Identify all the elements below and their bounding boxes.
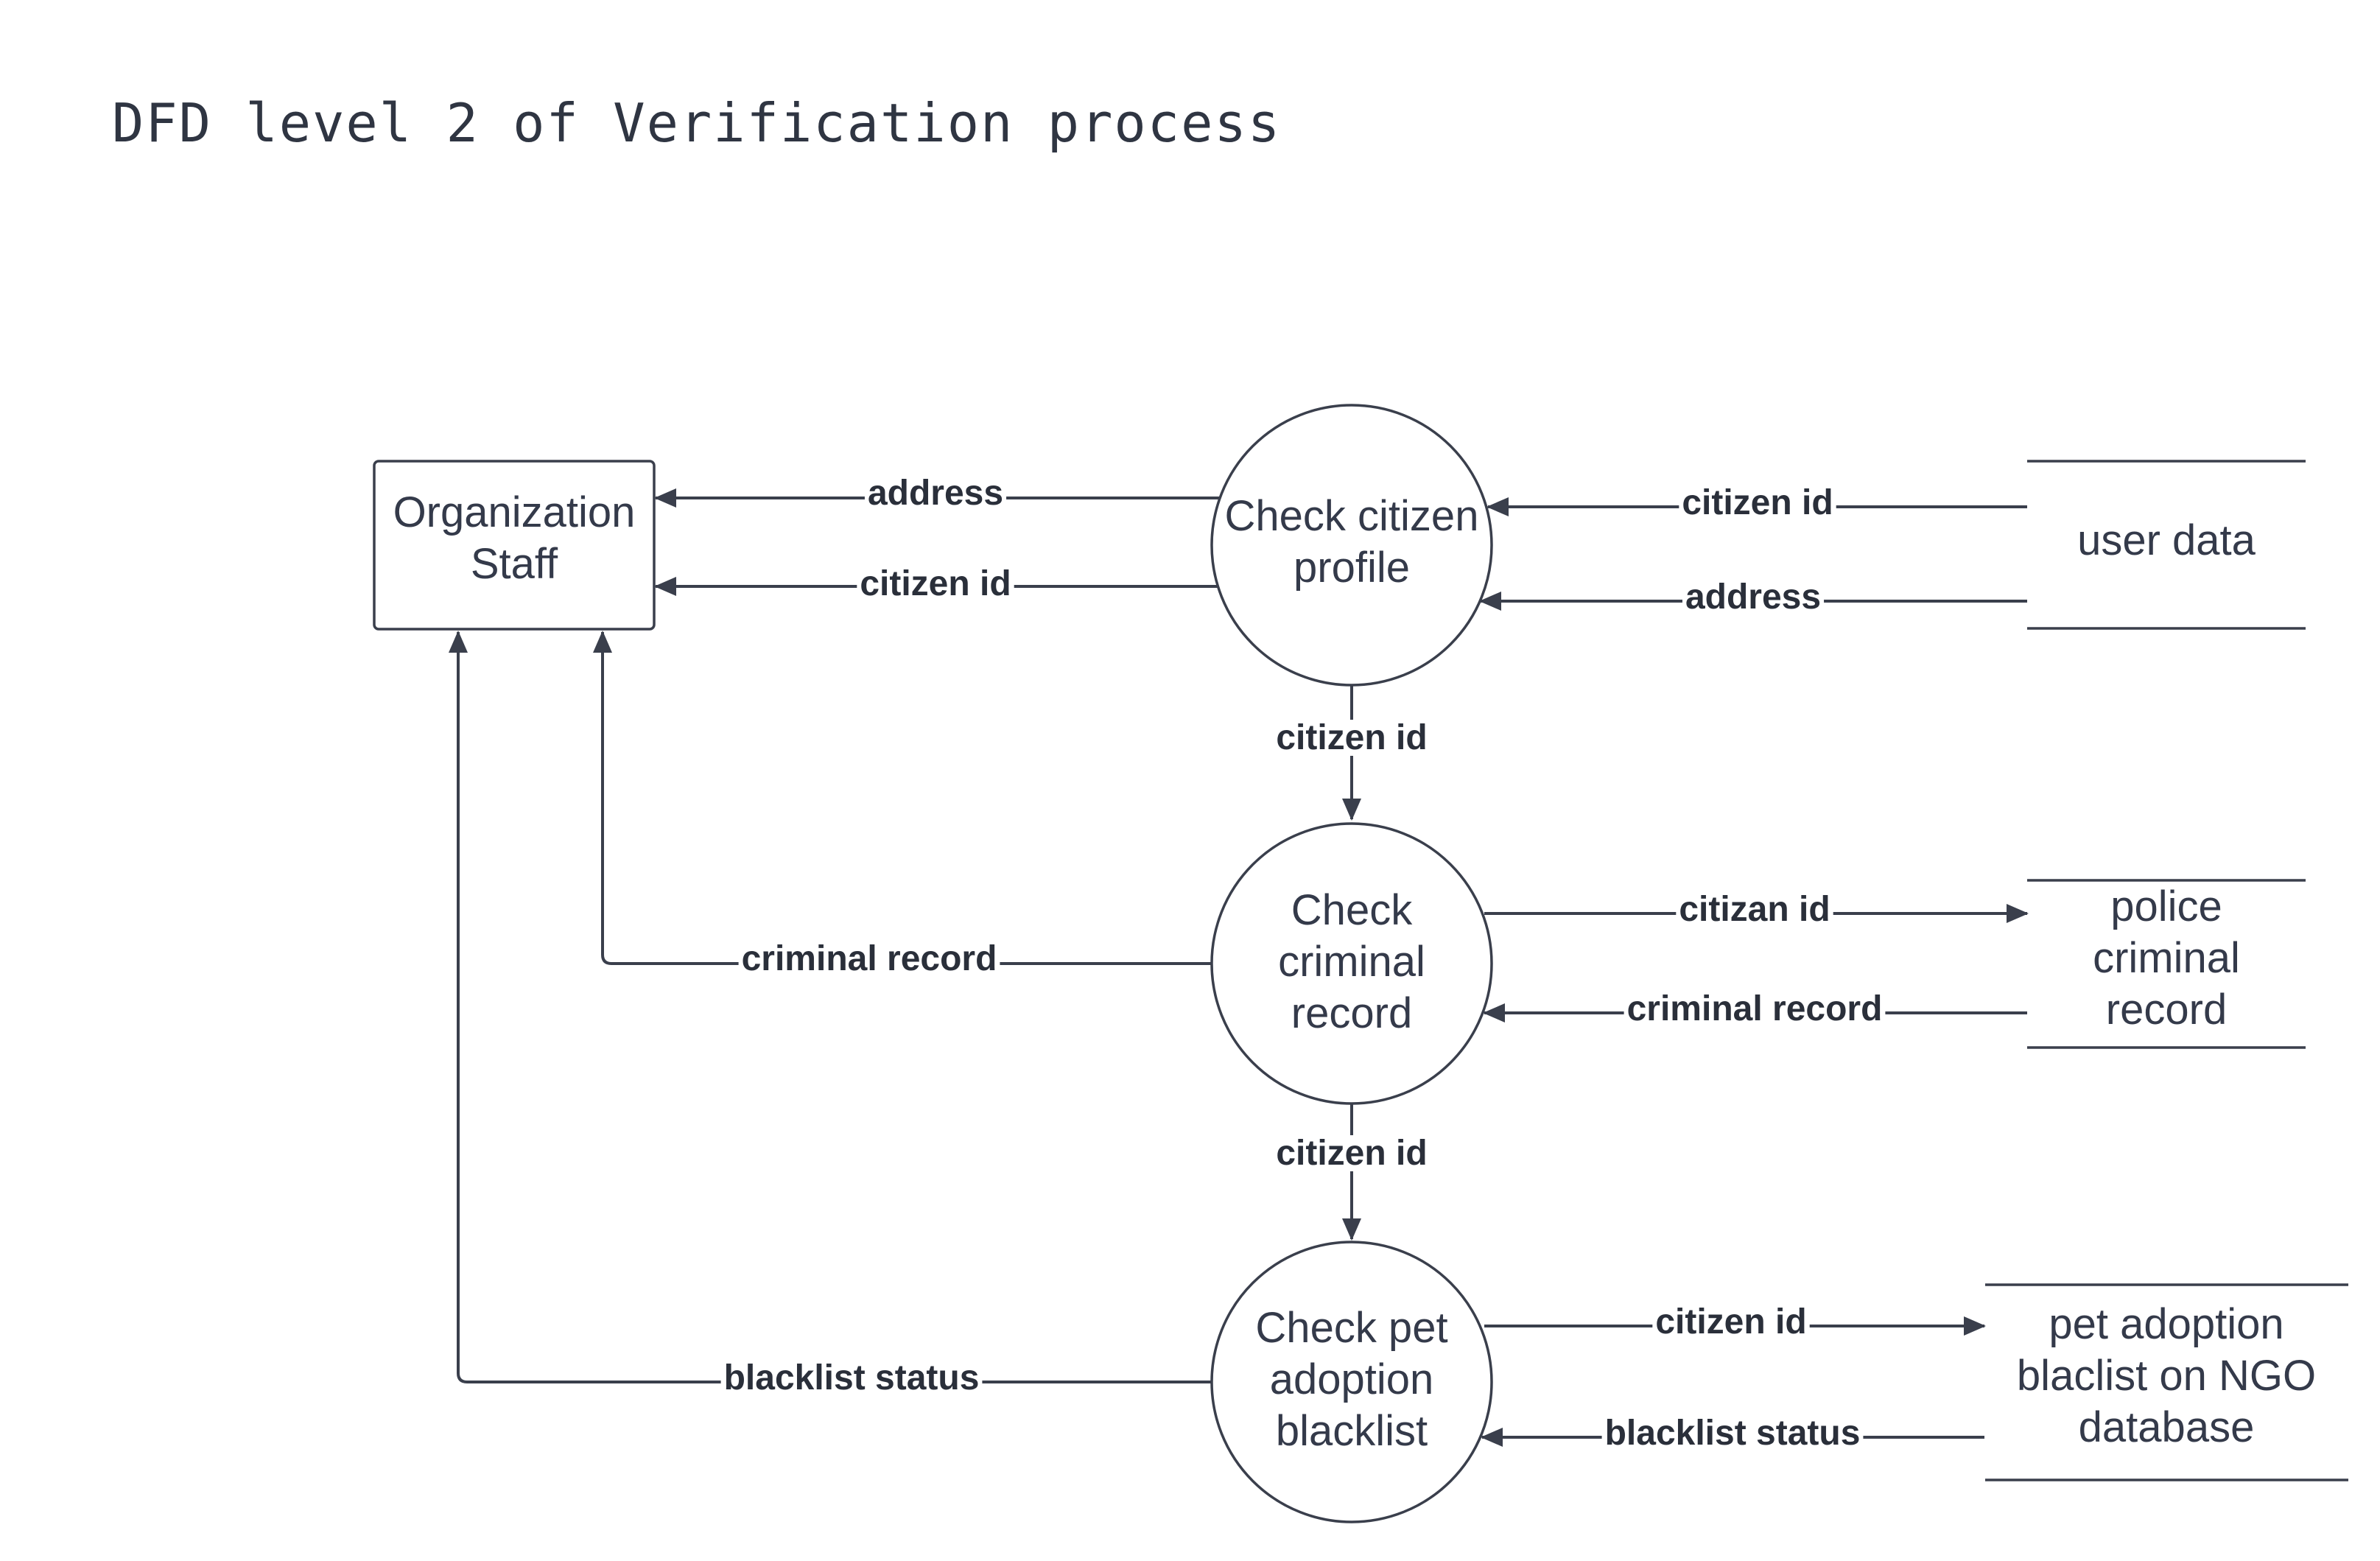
- process-label-line-1: Check citizen: [1225, 492, 1479, 540]
- entity-label-line-1: Organization: [393, 488, 636, 536]
- flow-label-citizen-id-from-userdata: citizen id: [1682, 483, 1833, 522]
- process-label-line-3: blacklist: [1276, 1407, 1428, 1455]
- flow-label-background: [1273, 1135, 1431, 1171]
- store-user-data[interactable]: user data: [2027, 460, 2306, 630]
- flow-label-background: [857, 566, 1014, 602]
- flow-label-background: [1623, 991, 1886, 1027]
- process-label-line-2: criminal: [1278, 938, 1425, 986]
- flow-label-blacklist-status-to-staff: blacklist status: [724, 1358, 980, 1397]
- store-label-line-1: user data: [2077, 516, 2256, 564]
- process-label-line-2: profile: [1293, 544, 1410, 592]
- process-label-line-1: Check: [1291, 886, 1413, 934]
- flow-label-citizen-id-to-staff: citizen id: [860, 564, 1011, 603]
- flow-label-background: [1601, 1415, 1864, 1451]
- flow-blacklist-to-staff[interactable]: [449, 631, 1212, 1383]
- entity-label-line-2: Staff: [471, 540, 558, 588]
- flow-label-citizan-id-to-police: citizan id: [1679, 890, 1830, 929]
- store-label-line-3: record: [2106, 986, 2227, 1034]
- flow-criminal-to-staff[interactable]: [593, 631, 1212, 965]
- flow-label-criminal-record-to-staff: criminal record: [742, 939, 997, 978]
- flow-label-citizen-id-to-blacklist: citizen id: [1276, 1134, 1427, 1173]
- flow-label-background: [1679, 485, 1836, 521]
- flow-label-background: [738, 941, 1000, 977]
- diagram-title: DFD level 2 of Verification process: [112, 92, 1281, 154]
- store-label-line-1: pet adoption: [2049, 1300, 2284, 1348]
- store-label-line-1: police: [2110, 883, 2222, 930]
- process-label-line-1: Check pet: [1255, 1304, 1447, 1352]
- store-ngo-blacklist-database[interactable]: pet adoption blaclist on NGO database: [1985, 1283, 2348, 1481]
- flow-label-address-to-staff: address: [868, 474, 1003, 513]
- flow-label-background: [720, 1360, 983, 1396]
- flow-label-citizen-id-to-criminal: citizen id: [1276, 718, 1427, 757]
- flow-label-blacklist-status-from-ngo: blacklist status: [1605, 1414, 1861, 1453]
- flow-label-background: [1676, 891, 1833, 927]
- process-check-citizen-profile[interactable]: Check citizen profile: [1210, 404, 1493, 687]
- store-label-line-2: criminal: [2093, 934, 2240, 982]
- flow-label-address-from-userdata: address: [1685, 578, 1821, 617]
- flow-label-criminal-record-from-police: criminal record: [1627, 989, 1883, 1028]
- flow-label-background: [1652, 1304, 1810, 1340]
- process-label-line-3: record: [1291, 989, 1412, 1037]
- flow-label-background: [1273, 720, 1431, 756]
- flow-label-background: [1682, 579, 1825, 615]
- entity-organization-staff[interactable]: Organization Staff: [373, 460, 656, 631]
- process-label-line-2: adoption: [1270, 1355, 1434, 1403]
- flow-label-background: [864, 475, 1007, 511]
- store-label-line-2: blaclist on NGO: [2017, 1352, 2316, 1400]
- process-check-pet-adoption-blacklist[interactable]: Check pet adoption blacklist: [1210, 1241, 1493, 1523]
- store-police-criminal-record[interactable]: police criminal record: [2027, 879, 2306, 1049]
- store-label-line-3: database: [2079, 1403, 2255, 1451]
- process-check-criminal-record[interactable]: Check criminal record: [1210, 822, 1493, 1105]
- flow-label-citizen-id-to-ngo: citizen id: [1655, 1302, 1806, 1341]
